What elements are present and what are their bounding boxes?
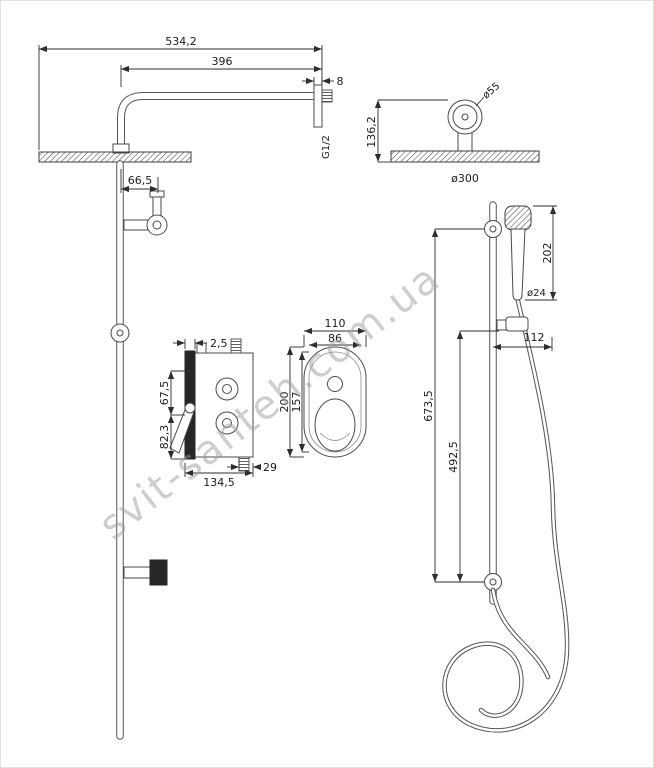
shower-hose [442, 298, 570, 733]
dim-plate-inner-height-text: 157 [290, 392, 303, 413]
head-plate-front [390, 150, 540, 163]
dim-plate-inner-width-text: 86 [328, 332, 342, 345]
dim-mixer-stub-offset-text: 29 [263, 461, 277, 474]
dim-flange-diameter-text: ø55 [481, 81, 503, 102]
dim-head-diameter-text: ø300 [451, 172, 479, 185]
mixer-top-small-stub [196, 342, 207, 354]
shower-hose-outlet-end-inner [491, 588, 550, 679]
rail-top-bracket-center [489, 225, 497, 233]
flange-diameter-leader [475, 96, 485, 107]
trim-handle-detail [319, 432, 351, 441]
mixer-body [192, 352, 254, 458]
dim-head-offset: 66,5 [120, 169, 159, 193]
dim-flange-width-text: 8 [337, 75, 344, 88]
dim-flange-width: 8 [302, 75, 344, 88]
dim-plate-outer-width-text: 110 [325, 317, 346, 330]
dim-mount-height-text: 136,2 [365, 116, 378, 148]
thread-size-label: G1/2 [321, 135, 332, 159]
handset-holder-collar [505, 316, 529, 332]
dim-mount-height: 136,2 [365, 99, 448, 163]
column-inlet-arm [123, 566, 151, 579]
trim-handle [314, 398, 356, 452]
slide-rail-assembly [442, 201, 570, 733]
dim-mixer-lower-span: 82,3 [158, 415, 185, 460]
overhead-head-front-view [390, 96, 540, 163]
dim-mixer-stub-offset: 29 [227, 459, 277, 474]
column-top-stub [152, 196, 162, 218]
dim-mixer-width: 134,5 [184, 463, 254, 489]
overhead-arm-side-view [38, 84, 333, 163]
rail-bottom-bracket-center [489, 578, 497, 586]
thread-stub [321, 89, 333, 103]
dim-plate-outer-height: 200 [278, 346, 304, 458]
dim-arm-total-length-text: 534,2 [165, 35, 197, 48]
dim-arm-total-length: 534,2 [38, 35, 323, 150]
dim-holder-length-text: 112 [524, 331, 545, 344]
ceiling-flange-center [461, 113, 469, 121]
mixer-top-valve-stub [230, 338, 242, 354]
wall-flange [313, 84, 323, 128]
dim-plate-outer-height-text: 200 [278, 392, 291, 413]
dim-plate-thickness-text: 2,5 [210, 337, 228, 350]
dim-arm-length: 396 [120, 55, 322, 87]
dim-lower-span-text: 492,5 [447, 441, 460, 473]
dim-plate-outer-width: 110 [303, 317, 367, 347]
mixer-handle-pivot [184, 402, 196, 414]
handset-handle [510, 228, 526, 301]
dim-handset-diameter-text: ø24 [527, 288, 546, 299]
column-top-bracket-arm [123, 219, 149, 231]
mixer-upper-port-center [222, 384, 232, 394]
trim-plate-inner [308, 351, 362, 453]
dim-mixer-upper-span-text: 67,5 [158, 381, 171, 406]
dim-arm-length-text: 396 [212, 55, 233, 68]
dim-handset-length: 202 [525, 205, 557, 301]
dim-mixer-width-text: 134,5 [203, 476, 235, 489]
mixer-bottom-valve-stub [238, 456, 250, 472]
column-top-bracket-knob-center [152, 220, 162, 230]
column-slider-center [116, 329, 124, 337]
mixer-lower-port-center [222, 418, 232, 428]
dim-handset-length-text: 202 [541, 243, 554, 264]
overhead-head-plate [38, 151, 192, 163]
shower-arm-pipe-inner [118, 93, 314, 151]
shower-column [110, 160, 168, 740]
shower-arm-pipe [117, 92, 314, 151]
dim-plate-thickness: 2,5 [173, 337, 228, 350]
dim-lower-span: 492,5 [447, 330, 499, 582]
shower-hose-inner [443, 299, 569, 732]
mixer-rough-in-view [169, 338, 254, 472]
dim-rail-height: 673,5 [422, 228, 484, 583]
dim-mixer-lower-span-text: 82,3 [158, 425, 171, 450]
dim-plate-inner-width: 86 [309, 332, 361, 349]
diverter-button [327, 376, 343, 392]
dim-plate-inner-height: 157 [290, 351, 309, 453]
column-top-stub-cap [149, 190, 165, 198]
handset-head [504, 205, 532, 231]
dim-holder-length: 112 [493, 331, 553, 351]
dim-head-offset-text: 66,5 [128, 174, 153, 187]
watermark-text: svit-santeh.com.ua [91, 255, 449, 549]
column-wall-elbow [149, 559, 168, 586]
dim-rail-height-text: 673,5 [422, 390, 435, 422]
